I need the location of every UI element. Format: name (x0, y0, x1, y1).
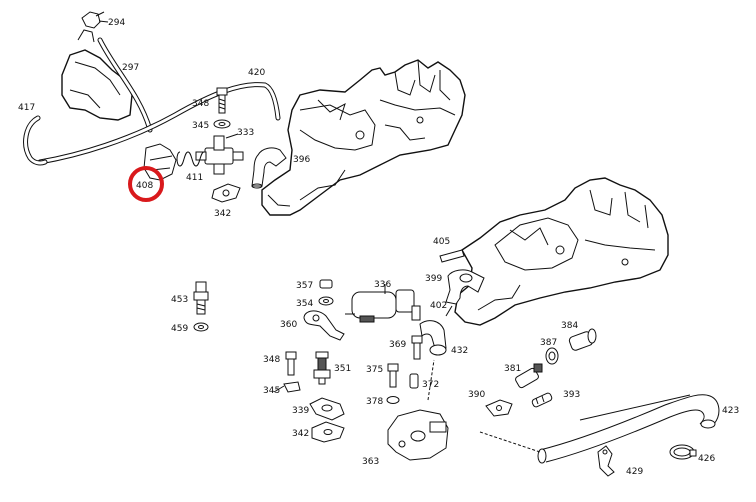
callout-363: 363 (362, 457, 379, 467)
callout-408: 408 (136, 181, 153, 191)
callout-354: 354 (296, 299, 313, 309)
callout-348-lower: 348 (263, 355, 280, 365)
part-348-bolt-lower (285, 351, 297, 376)
part-333-valve (195, 133, 244, 175)
callout-423: 423 (722, 406, 739, 416)
callout-390: 390 (468, 390, 485, 400)
part-459-washer (193, 322, 209, 332)
part-360-bracket (303, 310, 345, 341)
callout-378: 378 (366, 397, 383, 407)
callout-351: 351 (334, 364, 351, 374)
callout-411: 411 (186, 173, 203, 183)
callout-336: 336 (374, 280, 391, 290)
part-396-elbow (251, 147, 287, 189)
part-342-gasket-upper (211, 183, 241, 203)
callout-453: 453 (171, 295, 188, 305)
part-432-hose (419, 320, 447, 356)
part-453-sensor (193, 281, 209, 315)
callout-387: 387 (540, 338, 557, 348)
part-345-washer-upper (213, 119, 231, 129)
part-294-fitting (81, 11, 109, 29)
part-378-washer (386, 396, 400, 404)
part-384-coupling (568, 328, 597, 351)
part-381-valve (515, 363, 543, 389)
part-348-bolt-upper (216, 87, 228, 114)
callout-333: 333 (237, 128, 254, 138)
callout-297: 297 (122, 63, 139, 73)
highlight-circle-408 (128, 166, 164, 202)
callout-384: 384 (561, 321, 578, 331)
part-411-spring (176, 151, 205, 167)
upper-engine-housing (261, 59, 466, 216)
callout-342-lower: 342 (292, 429, 309, 439)
callout-381: 381 (504, 364, 521, 374)
callout-399: 399 (425, 274, 442, 284)
part-426-clamp (669, 444, 697, 460)
part-387-ring (545, 347, 559, 365)
callout-348-upper: 348 (192, 99, 209, 109)
part-342-gasket-lower (311, 421, 345, 443)
part-402-stud (445, 305, 453, 317)
part-357-nut (319, 279, 333, 289)
callout-417: 417 (18, 103, 35, 113)
callout-345-upper: 345 (192, 121, 209, 131)
part-336-actuator (345, 284, 421, 323)
callout-342-upper: 342 (214, 209, 231, 219)
callout-369: 369 (389, 340, 406, 350)
callout-420: 420 (248, 68, 265, 78)
callout-432: 432 (451, 346, 468, 356)
part-345-washer-lower (283, 381, 301, 393)
callout-429: 429 (626, 467, 643, 477)
part-405-pin (439, 249, 465, 263)
callout-339: 339 (292, 406, 309, 416)
callout-357: 357 (296, 281, 313, 291)
callout-393: 393 (563, 390, 580, 400)
callout-459: 459 (171, 324, 188, 334)
callout-294: 294 (108, 18, 125, 28)
callout-375: 375 (366, 365, 383, 375)
part-354-washer (318, 296, 334, 306)
part-393-fitting (531, 392, 553, 408)
part-369-bolt (411, 335, 423, 360)
callout-426: 426 (698, 454, 715, 464)
part-351-mount (313, 351, 331, 385)
part-429-bracket (597, 445, 615, 477)
part-423-pipe (537, 394, 720, 464)
lower-engine-housing (454, 177, 669, 326)
callout-360: 360 (280, 320, 297, 330)
part-363-housing (387, 409, 449, 461)
part-372-sleeve (409, 373, 419, 389)
callout-396: 396 (293, 155, 310, 165)
callout-345-lower: 345 (263, 386, 280, 396)
callout-405: 405 (433, 237, 450, 247)
callout-402: 402 (430, 301, 447, 311)
part-339-bracket (309, 397, 345, 421)
distributor-cap (61, 29, 133, 121)
part-375-bolt (387, 363, 399, 388)
part-399-elbow (445, 269, 485, 305)
part-390-bracket (485, 399, 513, 417)
